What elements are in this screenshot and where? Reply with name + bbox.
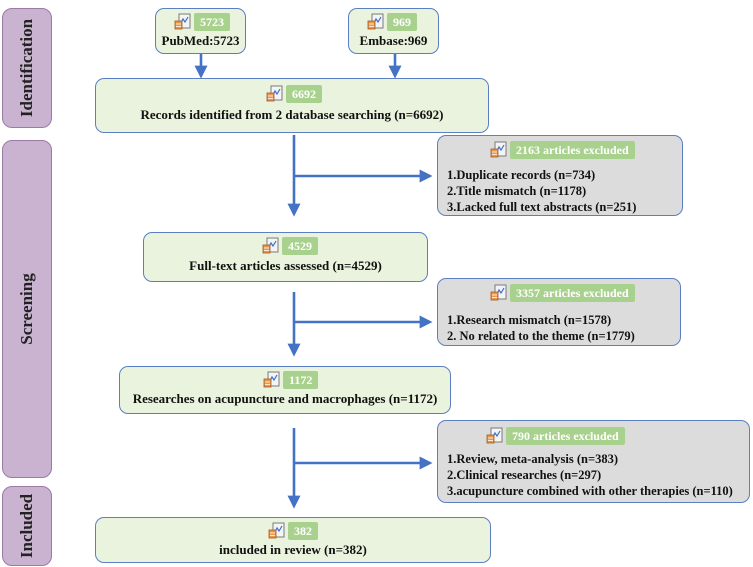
researches-box: 1172 Researches on acupuncture and macro… xyxy=(119,366,451,414)
list-item: 2. No related to the theme (n=1779) xyxy=(447,329,635,343)
fulltext-box: 4529 Full-text articles assessed (n=4529… xyxy=(143,232,428,282)
list-item: 2.Clinical researches (n=297) xyxy=(447,468,602,482)
phase-screening: Screening xyxy=(2,140,52,478)
records-identified-box: 6692 Records identified from 2 database … xyxy=(95,78,489,133)
list-item: 3.Lacked full text abstracts (n=251) xyxy=(447,200,637,214)
included-badge-count: 382 xyxy=(288,522,318,540)
records-badge-count: 6692 xyxy=(286,85,322,103)
pubmed-badge-count: 5723 xyxy=(194,13,230,31)
researches-label: Researches on acupuncture and macrophage… xyxy=(132,391,438,406)
document-chart-icon xyxy=(367,13,384,30)
phase-identification: Identification xyxy=(2,8,52,128)
exclusion-third-badge: 790 articles excluded xyxy=(486,426,625,446)
exclusion-third-list: 1.Review, meta-analysis (n=383) 2.Clinic… xyxy=(447,451,733,499)
exclusion-second-count: 3357 articles excluded xyxy=(510,284,635,302)
pubmed-badge: 5723 xyxy=(174,12,230,32)
researches-badge-count: 1172 xyxy=(283,371,319,389)
exclusion-second-badge: 3357 articles excluded xyxy=(490,283,635,303)
pubmed-label: PubMed:5723 xyxy=(161,33,240,48)
fulltext-label: Full-text articles assessed (n=4529) xyxy=(189,258,382,273)
embase-badge-count: 969 xyxy=(387,13,417,31)
exclusion-first-box: 2163 articles excluded 1.Duplicate recor… xyxy=(437,135,683,216)
document-chart-icon xyxy=(174,13,191,30)
fulltext-badge-count: 4529 xyxy=(282,237,318,255)
document-chart-icon xyxy=(263,371,280,388)
document-chart-icon xyxy=(490,284,507,301)
exclusion-third-box: 790 articles excluded 1.Review, meta-ana… xyxy=(437,420,750,503)
list-item: 2.Title mismatch (n=1178) xyxy=(447,184,587,198)
list-item: 3.acupuncture combined with other therap… xyxy=(447,484,733,498)
exclusion-first-badge: 2163 articles excluded xyxy=(490,140,635,160)
researches-badge: 1172 xyxy=(263,370,319,390)
embase-badge: 969 xyxy=(367,12,417,32)
exclusion-first-list: 1.Duplicate records (n=734) 2.Title mism… xyxy=(447,167,636,215)
source-embase-box: 969 Embase:969 xyxy=(348,8,439,54)
document-chart-icon xyxy=(486,427,503,444)
records-badge: 6692 xyxy=(266,84,322,104)
included-box: 382 included in review (n=382) xyxy=(95,517,491,563)
exclusion-first-count: 2163 articles excluded xyxy=(510,141,635,159)
exclusion-second-list: 1.Research mismatch (n=1578) 2. No relat… xyxy=(447,312,635,344)
included-badge: 382 xyxy=(268,521,318,541)
list-item: 1.Duplicate records (n=734) xyxy=(447,168,596,182)
document-chart-icon xyxy=(490,141,507,158)
records-label: Records identified from 2 database searc… xyxy=(140,107,444,122)
list-item: 1.Research mismatch (n=1578) xyxy=(447,313,612,327)
source-pubmed-box: 5723 PubMed:5723 xyxy=(155,8,246,54)
document-chart-icon xyxy=(266,85,283,102)
list-item: 1.Review, meta-analysis (n=383) xyxy=(447,452,618,466)
included-label: included in review (n=382) xyxy=(219,542,367,557)
exclusion-second-box: 3357 articles excluded 1.Research mismat… xyxy=(437,278,681,346)
document-chart-icon xyxy=(268,522,285,539)
exclusion-third-count: 790 articles excluded xyxy=(506,427,625,445)
document-chart-icon xyxy=(262,237,279,254)
phase-included: Included xyxy=(2,486,52,566)
embase-label: Embase:969 xyxy=(359,33,428,48)
fulltext-badge: 4529 xyxy=(262,236,318,256)
